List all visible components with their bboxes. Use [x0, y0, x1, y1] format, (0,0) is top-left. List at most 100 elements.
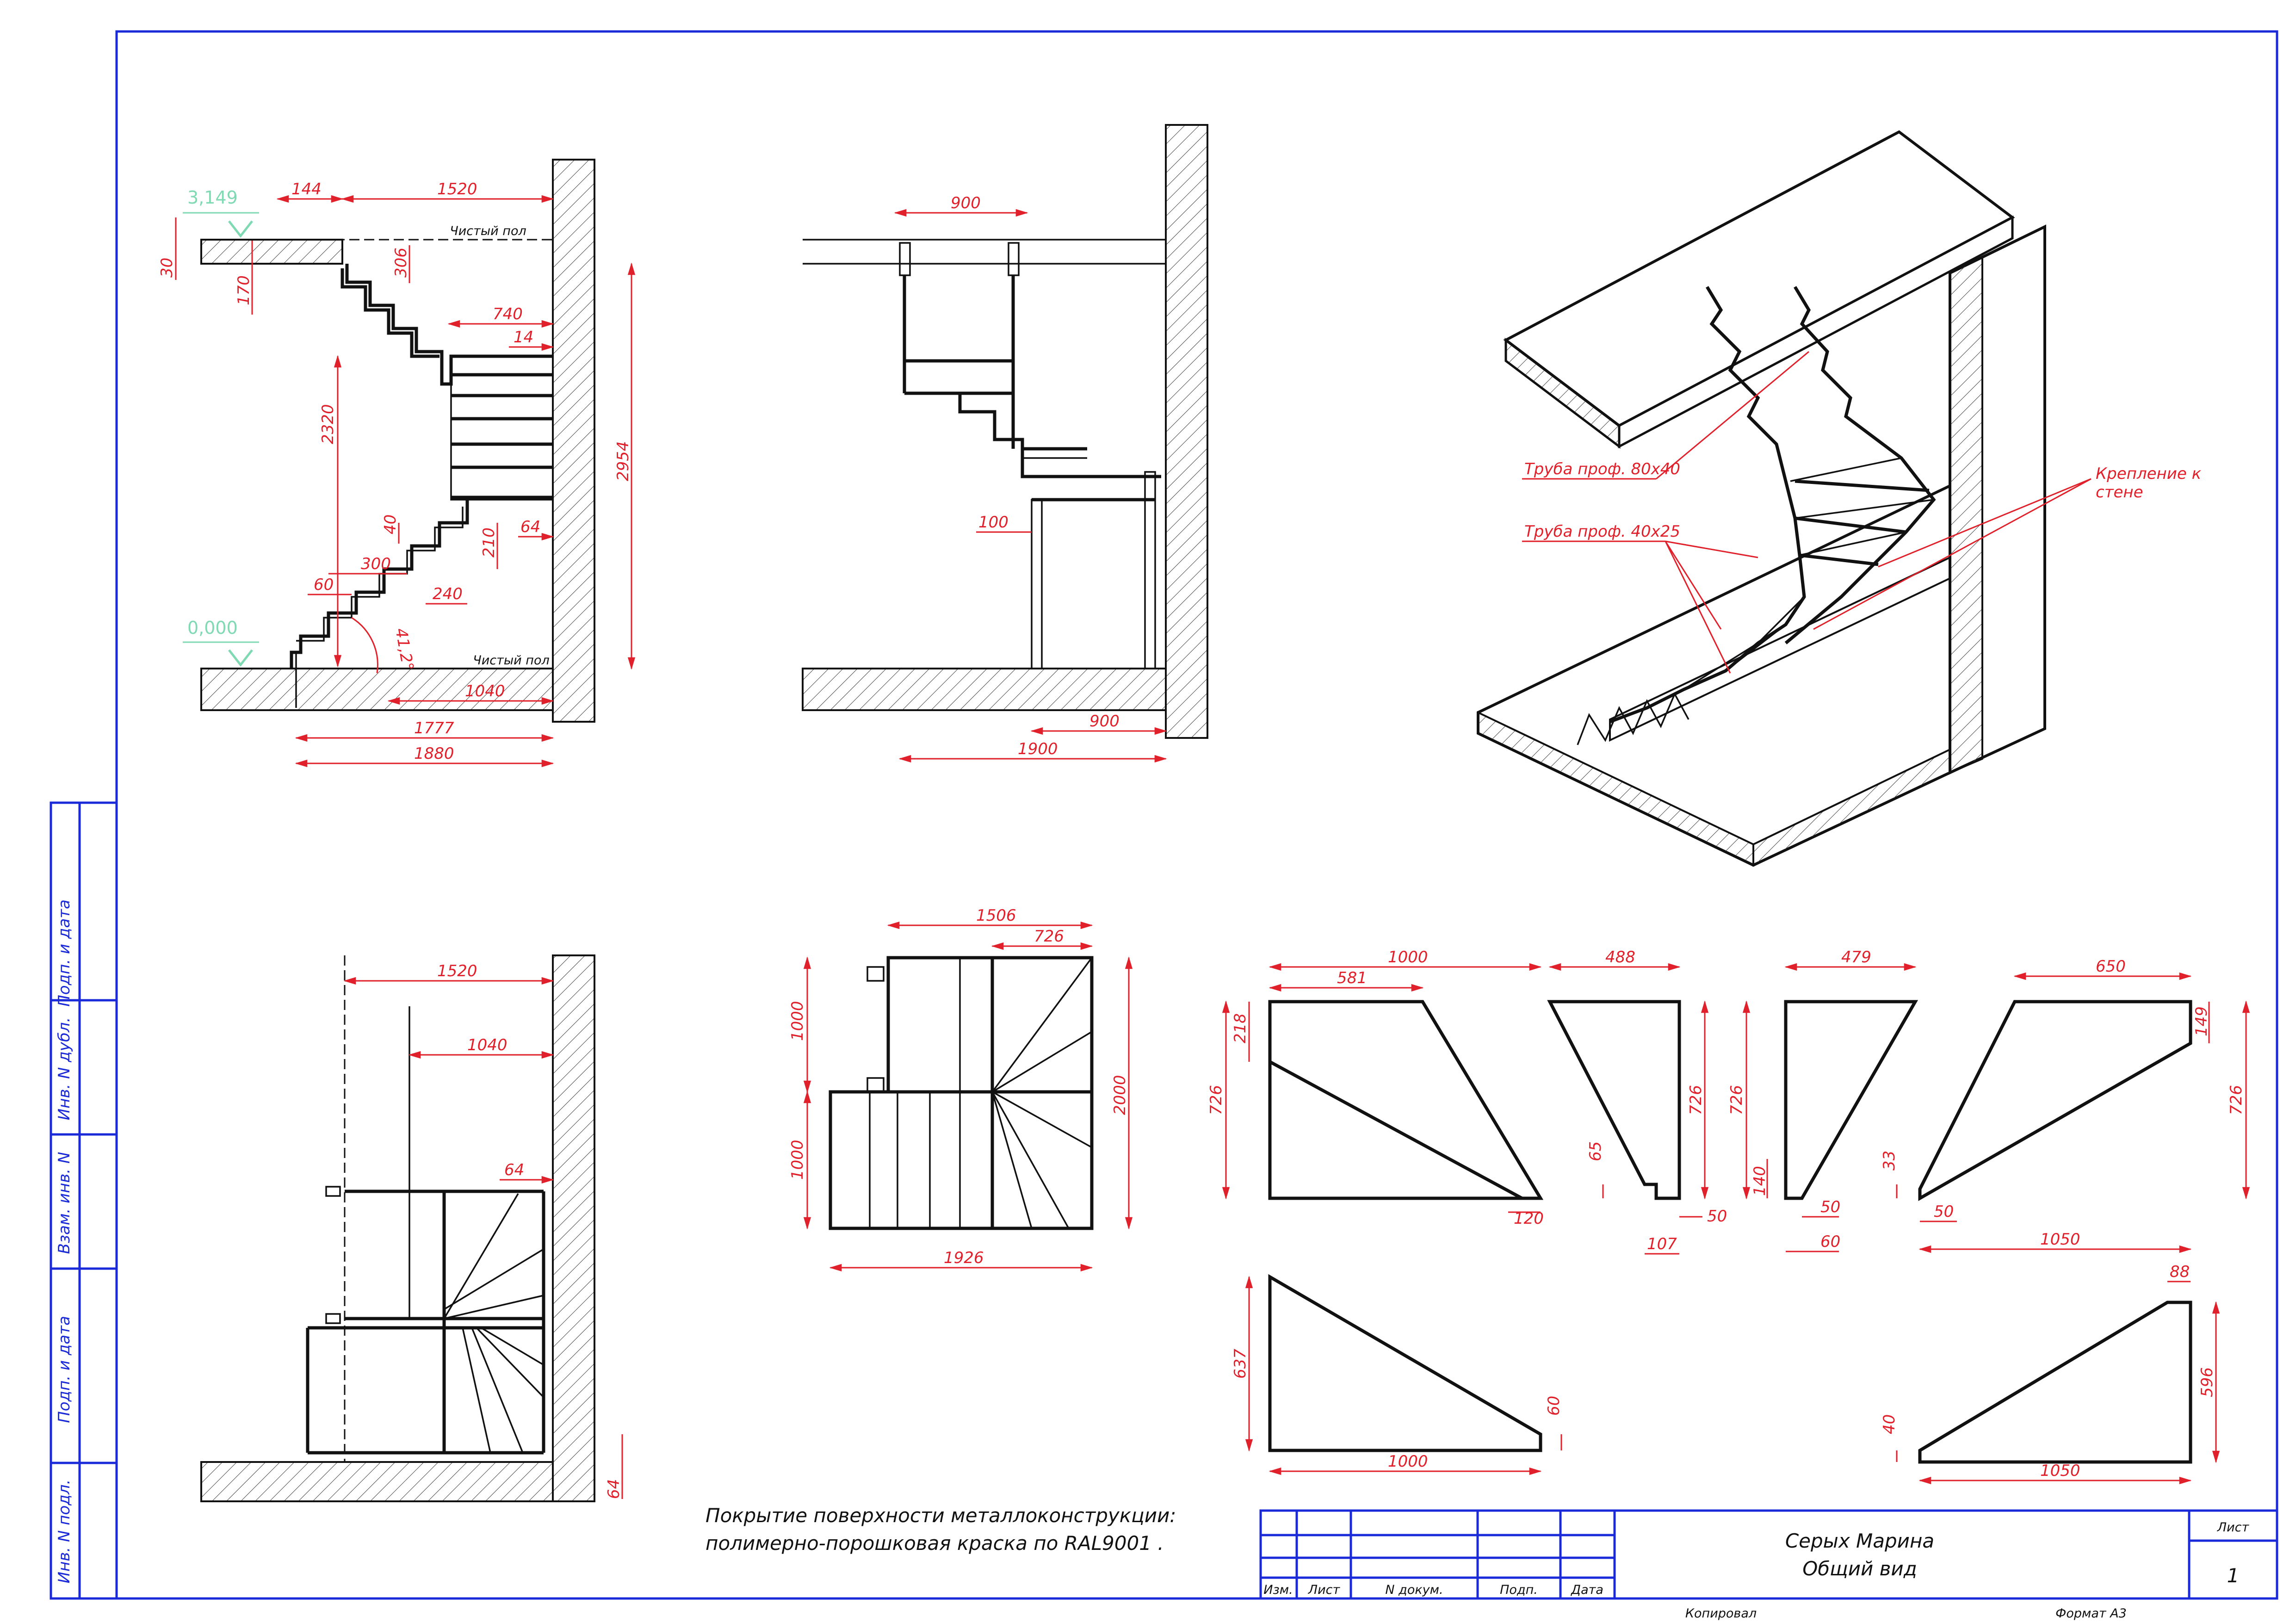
- col-change: Изм.: [1263, 1583, 1293, 1597]
- dimension-label: 64: [520, 518, 540, 536]
- dimension-label: 144: [291, 180, 322, 198]
- dimension-label: 65: [1586, 1141, 1605, 1161]
- dimension-label: 140: [1751, 1166, 1769, 1196]
- label-tube-40: Труба проф. 40х25: [1524, 522, 1680, 541]
- dimension-label: 30: [158, 258, 176, 278]
- col-date: Дата: [1571, 1583, 1603, 1597]
- col-sign: Подп.: [1500, 1583, 1538, 1597]
- dimension-label: 14: [514, 328, 533, 347]
- view-side-section: 3,149 0,000 Чистый пол Чистый пол 144 15…: [158, 159, 636, 768]
- dimension-label: 1050: [2040, 1462, 2080, 1480]
- part-detail-5: 637 60 1000: [1231, 1274, 1563, 1475]
- dimension-label: 637: [1231, 1349, 1250, 1379]
- drawing-title: Общий вид: [1802, 1557, 1917, 1580]
- dimension-label: 33: [1880, 1151, 1899, 1171]
- note-line-2: полимерно-порошковая краска по RAL9001 .: [706, 1532, 1164, 1555]
- dimension-label: 479: [1841, 948, 1871, 966]
- dimension-label: 41,2°: [391, 627, 417, 672]
- author-name: Серых Марина: [1785, 1530, 1934, 1552]
- view-isometric: Труба проф. 80х40 Труба проф. 40х25 Креп…: [1477, 130, 2202, 867]
- dimension-label: 2000: [1111, 1075, 1129, 1115]
- view-top-plan: 1506 726 1000 1000 2000 1926: [788, 906, 1133, 1272]
- wall-front: [1165, 124, 1208, 739]
- floor-front: [802, 668, 1167, 711]
- wall-plan: [552, 954, 595, 1502]
- view-plan-section: 1520 1040 64 64: [200, 954, 623, 1502]
- dimension-label: 40: [381, 514, 400, 534]
- dimension-label: 1777: [414, 719, 454, 737]
- dimension-label: 1000: [788, 1001, 807, 1041]
- note-line-1: Покрытие поверхности металлоконструкции:: [706, 1504, 1176, 1527]
- dimension-label: 900: [1089, 712, 1120, 731]
- dimension-label: 1926: [944, 1249, 984, 1267]
- part-detail-1: 1000 581 218 726 120: [1207, 948, 1544, 1228]
- dimension-label: 1880: [414, 744, 454, 763]
- stamp-orig-inv: Инв. N подл.: [55, 1480, 74, 1584]
- dimension-label: 64: [605, 1479, 623, 1499]
- level-bottom: 0,000: [187, 618, 238, 638]
- dimension-label: 1000: [1388, 948, 1428, 966]
- dimension-label: 120: [1514, 1209, 1544, 1228]
- stamp-sign-date-1: Подп. и дата: [55, 899, 74, 1007]
- dimension-label: 1050: [2040, 1230, 2080, 1249]
- dimension-label: 50: [1934, 1202, 1954, 1221]
- floor-label-top: Чистый пол: [450, 224, 526, 238]
- dimension-label: 650: [2096, 957, 2126, 976]
- dimension-label: 726: [1727, 1085, 1746, 1115]
- dimension-label: 726: [2227, 1085, 2246, 1115]
- dimension-label: 488: [1605, 948, 1635, 966]
- dimension-label: 1000: [1388, 1452, 1428, 1471]
- dimension-label: 581: [1337, 969, 1367, 987]
- sheet-number: 1: [2227, 1564, 2240, 1587]
- copied-label: Копировал: [1685, 1606, 1757, 1621]
- part-detail-3: 479 726 140 50 60: [1727, 948, 1918, 1252]
- dimension-label: 240: [433, 585, 463, 603]
- stamp-dup-inv: Инв. N дубл.: [55, 1017, 74, 1121]
- part-detail-2: 488 726 65 50 107: [1547, 948, 1727, 1255]
- floor-label-bottom: Чистый пол: [473, 653, 550, 668]
- dimension-label: 1000: [788, 1140, 807, 1180]
- label-mount-2: стене: [2096, 483, 2143, 502]
- dimension-label: 1040: [465, 682, 505, 700]
- dimension-label: 64: [504, 1161, 524, 1179]
- part-detail-6: 88 596 40 1050: [1880, 1263, 2220, 1485]
- dimension-label: 726: [1034, 927, 1064, 946]
- dimension-label: 170: [235, 275, 253, 305]
- dimension-label: 596: [2198, 1367, 2216, 1397]
- dimension-label: 900: [951, 194, 981, 212]
- dimension-label: 1520: [437, 180, 477, 198]
- stamp-replace-inv: Взам. инв. N: [55, 1152, 74, 1254]
- dimension-label: 88: [2170, 1263, 2190, 1281]
- dimension-label: 306: [392, 248, 410, 278]
- dimension-label: 40: [1880, 1414, 1899, 1434]
- dimension-label: 1506: [976, 906, 1016, 925]
- dimension-label: 726: [1207, 1085, 1225, 1115]
- level-top: 3,149: [187, 187, 238, 208]
- col-sheet: Лист: [1308, 1583, 1341, 1597]
- stamp-sign-date-2: Подп. и дата: [55, 1316, 74, 1423]
- dimension-label: 300: [361, 555, 391, 573]
- view-front-section: 900 100 900 1900: [802, 124, 1208, 763]
- dimension-label: 2954: [614, 441, 632, 481]
- sheet-label: Лист: [2217, 1520, 2250, 1535]
- floor-plan: [200, 1461, 554, 1502]
- dimension-label: 218: [1231, 1013, 1250, 1043]
- sheet-frame: [50, 30, 2278, 1600]
- dimension-label: 1040: [467, 1036, 507, 1054]
- dimension-label: 1520: [437, 962, 477, 980]
- wall-section: [552, 159, 595, 723]
- dimension-label: 210: [480, 527, 498, 558]
- dimension-label: 60: [314, 576, 334, 594]
- dimension-label: 60: [1545, 1396, 1563, 1416]
- label-mount-1: Крепление к: [2096, 465, 2202, 483]
- dimension-label: 149: [2192, 1006, 2211, 1036]
- dimension-label: 1900: [1018, 740, 1058, 758]
- dimension-label: 740: [493, 305, 523, 323]
- upper-slab: [200, 239, 343, 265]
- side-stamp: Подп. и дата Инв. N дубл. Взам. инв. N П…: [55, 899, 74, 1583]
- dimension-label: 2320: [319, 404, 337, 444]
- coating-note: Покрытие поверхности металлоконструкции:…: [706, 1504, 1176, 1555]
- col-doc: N докум.: [1385, 1583, 1443, 1597]
- format-label: Формат А3: [2055, 1606, 2127, 1621]
